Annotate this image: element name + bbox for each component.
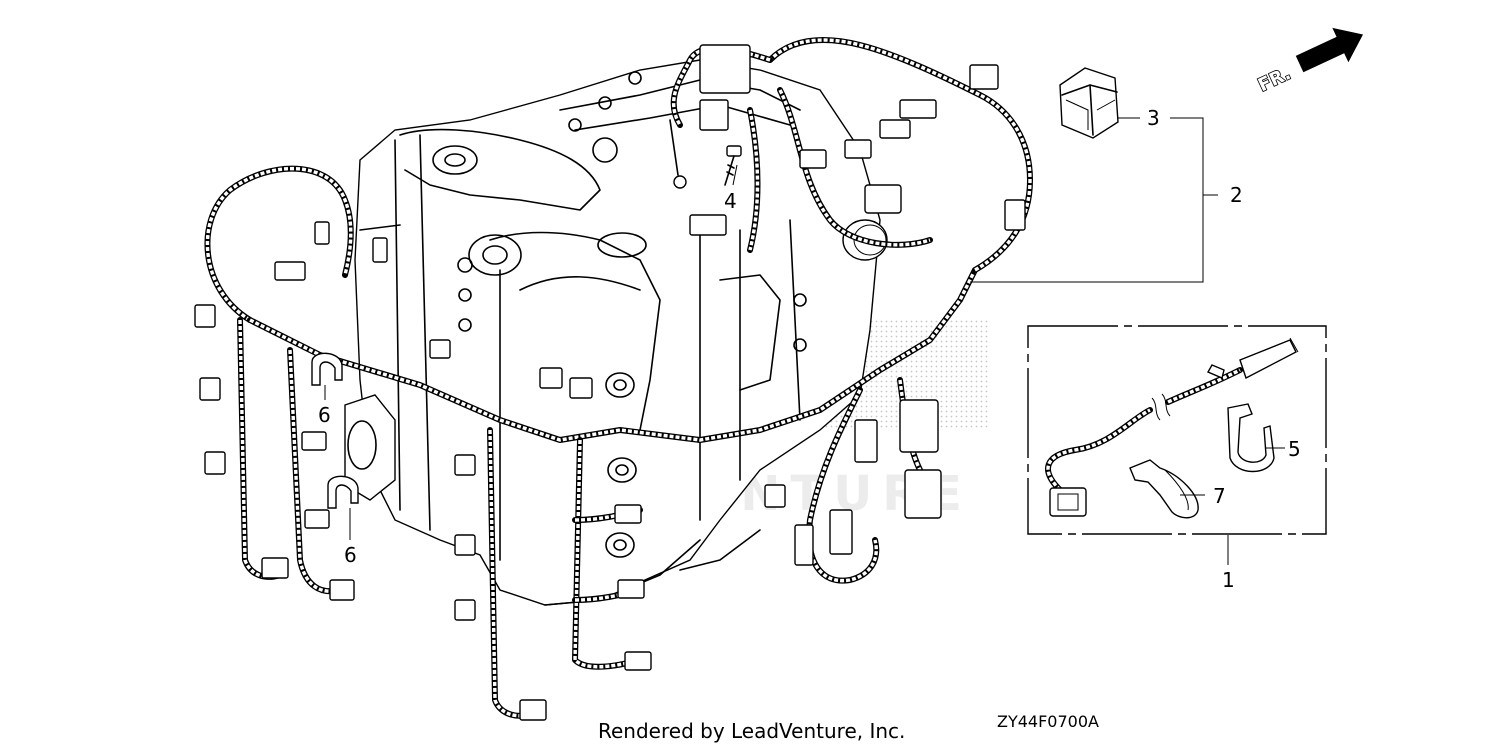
connector <box>274 261 306 281</box>
front-direction-arrow: FR. <box>1254 27 1364 97</box>
part-cover <box>1059 67 1119 139</box>
connector <box>899 399 939 453</box>
connector <box>329 579 355 601</box>
callout-6-lower: 6 <box>344 543 357 567</box>
callout-2: 2 <box>1230 183 1243 207</box>
connector <box>844 139 872 159</box>
leader-lines <box>324 117 1285 565</box>
connector <box>429 339 451 359</box>
part-clip <box>327 475 359 509</box>
connector <box>519 699 547 721</box>
connector <box>799 149 827 169</box>
connector <box>569 377 593 399</box>
connector <box>314 221 330 245</box>
connector <box>614 504 642 524</box>
ground-terminal <box>669 119 687 189</box>
connector <box>194 304 216 328</box>
diagram-code: ZY44F0700A <box>997 712 1099 731</box>
connector <box>764 484 786 508</box>
connector <box>879 119 911 139</box>
connector <box>204 451 226 475</box>
connector <box>372 237 388 263</box>
connector <box>794 524 814 566</box>
callouts: 3 2 4 6 6 5 7 1 <box>318 106 1301 592</box>
connector <box>624 651 652 671</box>
connector <box>454 534 476 556</box>
connector <box>899 99 937 119</box>
connector <box>539 367 563 389</box>
part-bolt <box>724 145 742 186</box>
engine-connectors <box>194 44 1026 721</box>
callout-3: 3 <box>1147 106 1160 130</box>
connector <box>261 557 289 579</box>
part-clip <box>311 352 343 386</box>
connector <box>454 454 476 476</box>
connector <box>864 184 902 214</box>
kit-box <box>1027 325 1327 535</box>
callout-7: 7 <box>1213 484 1226 508</box>
fr-label: FR. <box>1255 63 1294 96</box>
connector <box>301 431 327 451</box>
footer-credit: Rendered by LeadVenture, Inc. <box>598 719 905 743</box>
connector <box>699 99 729 131</box>
connector <box>854 419 878 463</box>
callout-1: 1 <box>1222 568 1235 592</box>
connector <box>617 579 645 599</box>
callout-4: 4 <box>724 189 737 213</box>
connector <box>689 214 727 236</box>
connector <box>699 44 751 94</box>
connector <box>904 469 942 519</box>
connector <box>1004 199 1026 231</box>
connector <box>454 599 476 621</box>
callout-6-upper: 6 <box>318 403 331 427</box>
callout-5: 5 <box>1288 437 1301 461</box>
engine-block <box>344 59 888 606</box>
connector <box>199 377 221 401</box>
connector <box>829 509 853 555</box>
connector <box>969 64 999 90</box>
connector <box>304 509 330 529</box>
